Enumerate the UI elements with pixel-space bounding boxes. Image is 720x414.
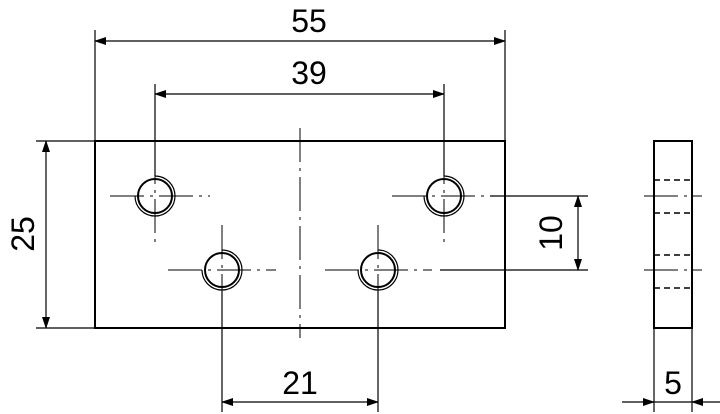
dimension-label-39: 39: [291, 55, 327, 91]
dimension-height: 25: [5, 140, 95, 329]
top-right-hole: [392, 150, 490, 245]
dimension-vertical-hole-offset: 10: [440, 195, 588, 271]
dimension-inner-hole-spacing: 21: [221, 290, 379, 412]
side-view: [644, 140, 702, 329]
dimension-label-5: 5: [664, 365, 682, 401]
dimension-thickness: 5: [622, 328, 720, 412]
side-view-outline: [653, 140, 693, 329]
dimension-label-10: 10: [533, 215, 569, 251]
dimension-label-55: 55: [291, 3, 327, 39]
dimension-label-21: 21: [282, 365, 318, 401]
bottom-left-hole: [168, 225, 276, 300]
top-left-hole: [110, 150, 210, 245]
dimension-label-25: 25: [5, 216, 41, 252]
dimension-overall-length: 55: [94, 3, 506, 141]
dimension-outer-hole-spacing: 39: [154, 55, 445, 176]
bottom-right-hole: [325, 225, 432, 300]
